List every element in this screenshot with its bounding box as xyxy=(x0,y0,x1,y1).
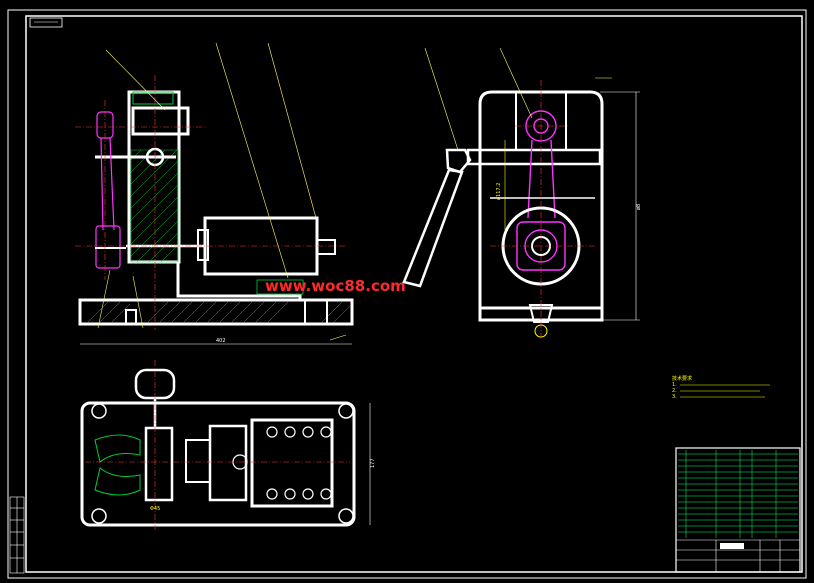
dim-width-label: 402 xyxy=(216,338,226,344)
column-body xyxy=(127,90,181,264)
front-leaders xyxy=(97,42,347,341)
note-3: 3. xyxy=(672,394,677,400)
base-bolt xyxy=(125,309,137,325)
corner-hole-tr xyxy=(338,403,354,419)
corner-hole-br xyxy=(338,508,354,524)
parts-table-grid xyxy=(678,450,798,538)
side-view: ø8 ø117.2 xyxy=(402,47,642,340)
lever-hub xyxy=(445,148,472,174)
side-dim-height: ø8 xyxy=(636,204,642,210)
top-view: 177 Φ45 xyxy=(80,360,376,530)
side-leaders xyxy=(424,47,612,151)
lever-arm xyxy=(402,168,464,288)
base-hatch xyxy=(87,301,351,323)
title-block-name-cell xyxy=(720,543,744,549)
title-block xyxy=(675,447,801,573)
side-dim-vertical: ø117.2 xyxy=(496,183,502,200)
ring-bottom xyxy=(94,467,141,496)
note-1: 1. xyxy=(672,382,677,388)
side-center-lines xyxy=(490,80,595,340)
title-block-frame xyxy=(675,447,801,573)
bracket xyxy=(176,262,302,300)
top-bolts xyxy=(232,426,332,500)
title-block-grid xyxy=(676,539,800,572)
cross-pin xyxy=(466,148,602,166)
title-tab xyxy=(29,17,63,28)
ring-top xyxy=(94,434,141,463)
connecting-rod-front xyxy=(95,111,126,269)
cylinder-port xyxy=(316,239,336,255)
top-coupler xyxy=(185,439,211,483)
cylinder-foot xyxy=(256,279,304,295)
top-center-lines xyxy=(85,360,350,530)
front-view: 402 www.woc88.com xyxy=(75,42,406,345)
top-dim-height: 177 xyxy=(370,458,376,468)
top-clamp xyxy=(131,106,190,136)
top-clamp-block xyxy=(144,426,174,502)
notes-block: 技术要求 1. 2. 3. xyxy=(672,375,770,400)
corner-hole-bl xyxy=(91,508,107,524)
note-2: 2. xyxy=(672,388,677,394)
front-center-lines xyxy=(75,75,345,330)
notes-title: 技术要求 xyxy=(672,375,692,382)
top-cylinder xyxy=(250,418,334,508)
watermark: www.woc88.com xyxy=(265,277,406,295)
side-foot xyxy=(528,304,554,323)
left-strip xyxy=(9,496,25,574)
base-plate xyxy=(78,298,354,326)
top-dim-small: Φ45 xyxy=(150,506,160,512)
base-block xyxy=(304,299,328,325)
top-frame xyxy=(80,401,356,527)
outer-frame xyxy=(7,9,807,579)
top-cap xyxy=(132,91,174,105)
inner-frame xyxy=(25,15,803,573)
corner-hole-tl xyxy=(91,403,107,419)
top-cyl-head xyxy=(208,424,248,502)
